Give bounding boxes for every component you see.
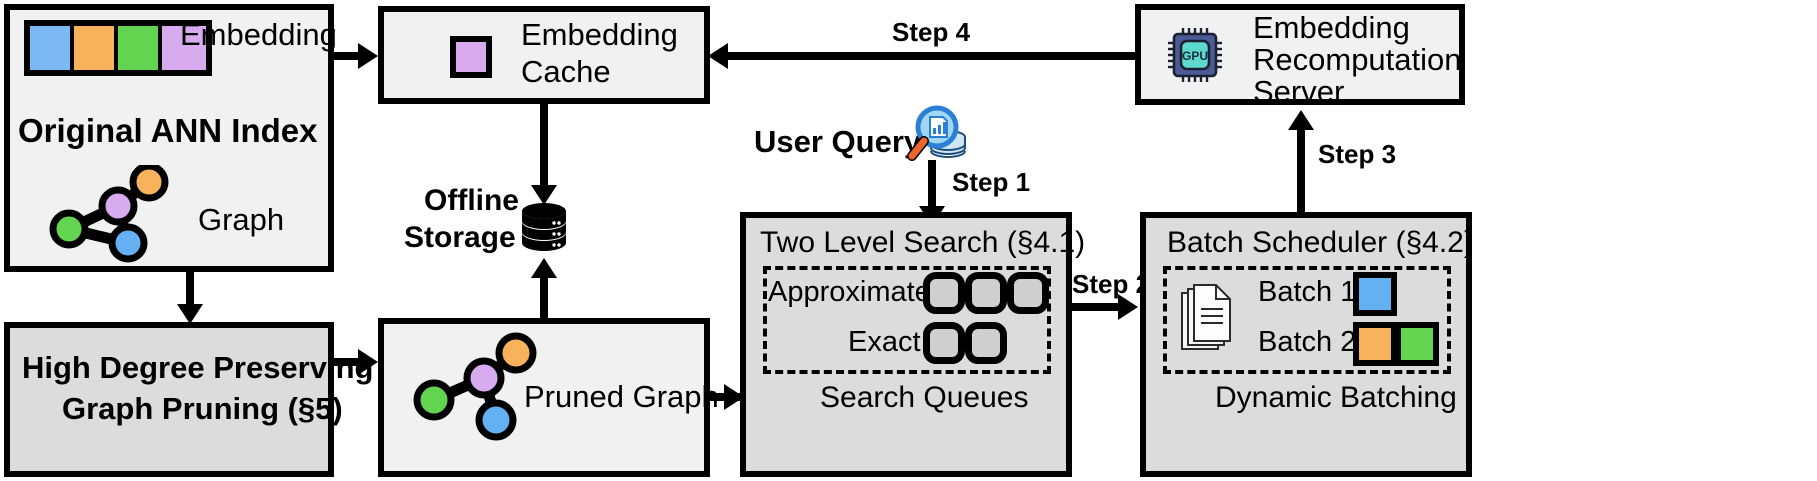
gpu-chip-icon: GPU <box>1168 28 1222 82</box>
database-cylinder-icon <box>522 203 566 251</box>
search-queues-footer: Search Queues <box>820 381 1029 414</box>
original-ann-index-title: Original ANN Index <box>18 112 318 149</box>
embedding-swatch-purple <box>162 26 206 70</box>
batch-2-label: Batch 2 <box>1258 326 1357 358</box>
arrow-step2-head <box>1118 294 1138 320</box>
embedding-label: Embedding <box>180 17 337 52</box>
step-2-label: Step 2 <box>1072 269 1151 299</box>
embedding-cache-swatch <box>450 36 492 78</box>
arrow-step2-line <box>1072 303 1128 311</box>
embedding-cache-line1: Embedding <box>521 17 678 52</box>
arrow-step4-head <box>708 43 728 69</box>
two-level-search-title: Two Level Search (§4.1) <box>760 226 1086 259</box>
arrow-index-to-pruning-head <box>177 304 203 324</box>
batch-1-item-blue <box>1353 272 1397 316</box>
documents-stack-icon <box>1181 284 1231 350</box>
offline-storage-line1: Offline <box>424 184 519 217</box>
approximate-queue-slot-3[interactable] <box>923 272 965 314</box>
gpu-chip-icon-text: GPU <box>1182 49 1208 63</box>
recomputation-server-line2: Recomputation <box>1253 42 1462 77</box>
approximate-row-label: Approximate <box>768 276 931 308</box>
arrow-step3-line <box>1297 128 1305 212</box>
dynamic-batching-panel <box>1163 266 1451 374</box>
graph-pruning-line2: Graph Pruning (§5) <box>62 391 343 426</box>
arrow-index-to-pruning-line <box>186 272 194 308</box>
arrow-step1-line <box>928 160 936 212</box>
exact-queue-slot-2[interactable] <box>923 322 965 364</box>
graph-pruning-line1: High Degree Preserving <box>22 350 374 385</box>
pruned-graph-label: Pruned Graph <box>524 379 719 414</box>
approximate-queue-slot-2[interactable] <box>965 272 1007 314</box>
arrow-pruned-to-storage-line <box>540 276 548 322</box>
step-1-label: Step 1 <box>952 167 1031 197</box>
user-query-label: User Query <box>754 124 922 159</box>
arrow-cache-to-storage-head <box>531 185 557 205</box>
two-level-search-box[interactable] <box>740 212 1072 477</box>
exact-queue-slot-1[interactable] <box>965 322 1007 364</box>
recomputation-server-line3: Server <box>1253 74 1345 109</box>
approximate-queue-slot-1[interactable] <box>1007 272 1049 314</box>
arrow-pruned-to-storage-head <box>531 258 557 278</box>
arrow-step4-line <box>726 52 1138 60</box>
graph-label: Graph <box>198 202 285 237</box>
step-3-label: Step 3 <box>1318 139 1397 169</box>
embedding-swatch-green <box>118 26 162 70</box>
arrow-index-to-cache-head <box>358 43 378 69</box>
embedding-cache-line2: Cache <box>521 54 611 89</box>
offline-storage-line2: Storage <box>404 221 516 254</box>
exact-row-label: Exact <box>848 326 921 358</box>
embedding-swatch-orange <box>74 26 118 70</box>
arrow-index-to-cache-line <box>334 52 372 60</box>
step-4-label: Step 4 <box>892 17 971 47</box>
arrow-pruning-to-pruned-head <box>358 349 378 375</box>
batch-scheduler-title: Batch Scheduler (§4.2) <box>1167 226 1474 259</box>
magnifier-database-icon <box>907 105 966 161</box>
arrow-pruning-to-pruned-line <box>334 358 372 366</box>
batch-2-item-orange <box>1353 322 1397 366</box>
dynamic-batching-footer: Dynamic Batching <box>1215 381 1457 414</box>
graph-pruning-box[interactable] <box>4 322 334 477</box>
arrow-step3-head <box>1288 110 1314 130</box>
embedding-swatch-blue <box>30 26 74 70</box>
batch-1-label: Batch 1 <box>1258 276 1357 308</box>
arrow-cache-to-storage-line <box>540 104 548 190</box>
batch-2-item-green <box>1395 322 1439 366</box>
embedding-cache-box[interactable] <box>378 6 710 104</box>
search-queues-panel <box>763 266 1051 374</box>
embedding-swatch-strip <box>24 20 212 76</box>
pruned-graph-widget <box>413 332 537 441</box>
original-graph-widget <box>49 165 169 263</box>
recomputation-server-line1: Embedding <box>1253 10 1410 45</box>
arrow-pruned-to-search-head <box>724 384 744 410</box>
